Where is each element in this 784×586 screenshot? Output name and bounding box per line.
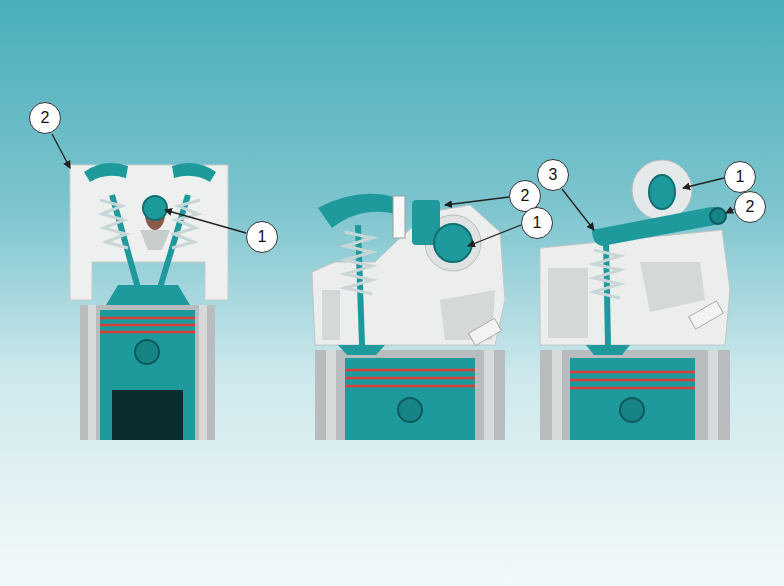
cylinder-block: [80, 305, 215, 440]
callout-number: 2: [734, 191, 766, 223]
dohc-engine: [70, 163, 228, 440]
piston: [100, 310, 195, 390]
cylinder-head: [70, 165, 228, 300]
rocker-engine: [540, 160, 730, 440]
callout-number: 1: [246, 221, 278, 253]
callout-number: 1: [521, 207, 553, 239]
callout-text: 1: [258, 229, 267, 245]
callout-text: 2: [521, 188, 530, 204]
callout-text: 1: [533, 215, 542, 231]
callout-number: 3: [537, 159, 569, 191]
leader-lines: [52, 134, 734, 246]
ohc-engine: [312, 194, 505, 440]
callout-text: 1: [736, 169, 745, 185]
callout-number: 2: [29, 102, 61, 134]
rocker: [84, 163, 128, 182]
callout-text: 2: [746, 199, 755, 215]
callout-text: 3: [549, 167, 558, 183]
callout-text: 2: [41, 110, 50, 126]
callout-number: 1: [724, 161, 756, 193]
